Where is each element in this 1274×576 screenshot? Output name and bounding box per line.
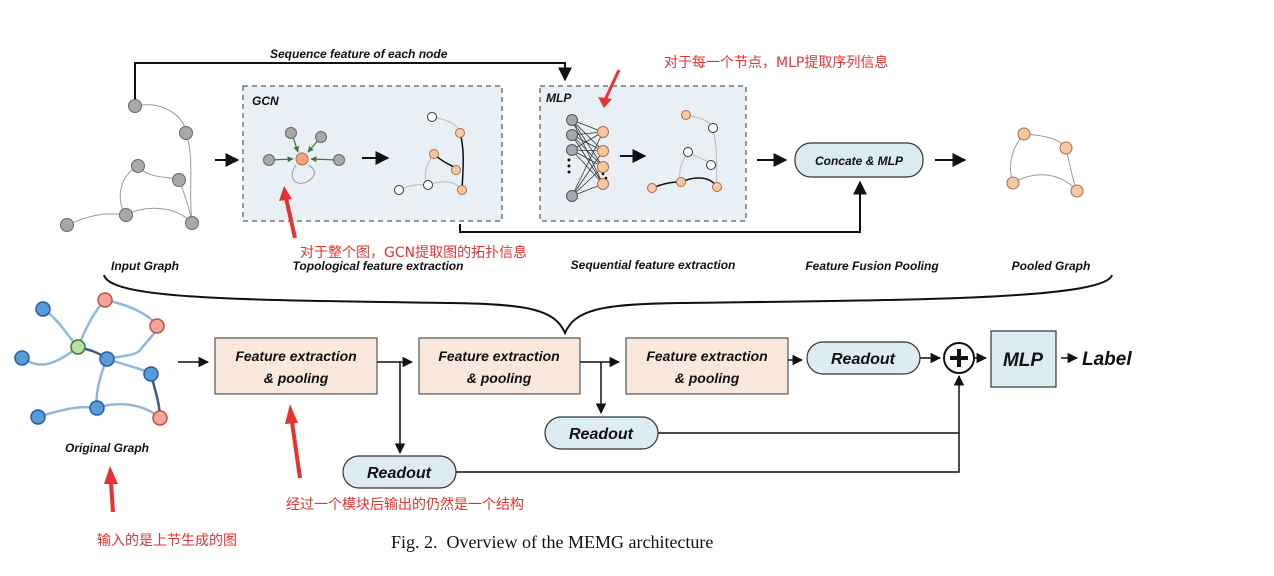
stage-label-pooled: Pooled Graph bbox=[1012, 259, 1091, 273]
readout-main-label: Readout bbox=[831, 351, 896, 368]
stage-label-input: Input Graph bbox=[111, 259, 179, 273]
sequence-feature-arrow bbox=[134, 62, 572, 100]
block1-line1: Feature extraction bbox=[235, 348, 356, 364]
concat-mlp-box bbox=[794, 142, 924, 178]
concat-mlp-label: Concate & MLP bbox=[815, 154, 904, 168]
input-annotation: 输入的是上节生成的图 bbox=[97, 533, 237, 549]
mlp-annotation: 对于每一个节点，MLP提取序列信息 bbox=[664, 54, 888, 71]
mlp-network bbox=[566, 114, 609, 202]
graph-node bbox=[172, 173, 186, 187]
stage-label-fusion: Feature Fusion Pooling bbox=[805, 259, 939, 273]
block3-line2: & pooling bbox=[675, 370, 740, 386]
graph-node bbox=[179, 126, 193, 140]
gcn-to-fusion-arrow bbox=[459, 180, 867, 233]
readout-low-to-sum bbox=[456, 374, 965, 473]
original-graph-label: Original Graph bbox=[65, 441, 149, 455]
sequence-feature-label: Sequence feature of each node bbox=[270, 47, 448, 61]
stage-label-topological: Topological feature extraction bbox=[293, 259, 464, 273]
stage-label-sequential: Sequential feature extraction bbox=[571, 258, 736, 272]
gcn-title: GCN bbox=[252, 94, 279, 108]
final-mlp-box bbox=[990, 330, 1057, 388]
readout-mid-label: Readout bbox=[569, 426, 634, 443]
red-annotation-arrow-mlp bbox=[598, 69, 621, 108]
graph-node bbox=[131, 159, 145, 173]
block2-line2: & pooling bbox=[467, 370, 532, 386]
red-annotation-arrow-input bbox=[104, 466, 118, 513]
mlp-title: MLP bbox=[546, 91, 572, 105]
expansion-brace bbox=[103, 274, 1113, 336]
gcn-panel bbox=[242, 85, 503, 222]
gcn-output-graph bbox=[394, 112, 467, 195]
graph-node bbox=[119, 208, 133, 222]
block-annotation: 经过一个模块后输出的仍然是一个结构 bbox=[286, 496, 524, 513]
pooled-graph bbox=[1006, 127, 1084, 198]
gcn-annotation: 对于整个图，GCN提取图的拓扑信息 bbox=[300, 244, 527, 261]
feature-extraction-block-2 bbox=[418, 337, 581, 395]
mlp-output-graph bbox=[647, 110, 722, 193]
label-output: Label bbox=[1082, 349, 1132, 370]
figure-caption: Fig. 2. Overview of the MEMG architectur… bbox=[391, 532, 713, 552]
input-graph bbox=[60, 99, 199, 232]
sum-operator bbox=[943, 342, 975, 374]
block1-line2: & pooling bbox=[264, 370, 329, 386]
feature-extraction-block-3 bbox=[625, 337, 789, 395]
graph-node bbox=[60, 218, 74, 232]
graph-node bbox=[185, 216, 199, 230]
gcn-message-passing bbox=[263, 127, 345, 184]
red-annotation-arrow-gcn bbox=[279, 186, 297, 239]
original-graph bbox=[14, 292, 168, 426]
readout-low-label: Readout bbox=[367, 465, 432, 482]
graph-node bbox=[128, 99, 142, 113]
red-annotation-arrow-block bbox=[285, 404, 302, 479]
block2-line1: Feature extraction bbox=[438, 348, 559, 364]
final-mlp-label: MLP bbox=[1003, 350, 1043, 371]
block3-line1: Feature extraction bbox=[646, 348, 767, 364]
feature-extraction-block-1 bbox=[214, 337, 378, 395]
